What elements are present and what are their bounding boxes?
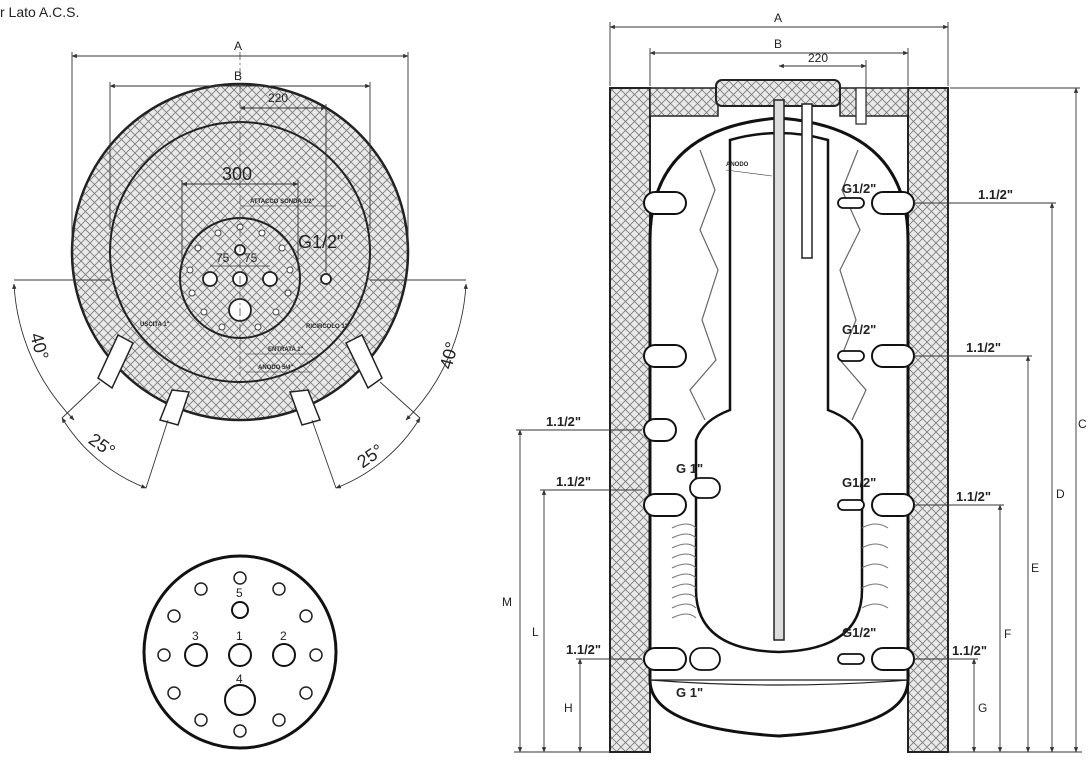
top-label-entrata: ENTRATA 1"	[268, 347, 304, 353]
section-g12-1: G1/2"	[842, 181, 876, 196]
top-label-spacing-right: 75	[244, 251, 258, 265]
section-dim-220: 220	[808, 51, 828, 65]
section-dim-e: E	[1031, 561, 1039, 575]
top-dim-a-label: A	[234, 39, 242, 53]
section-left-112-1: 1.1/2"	[546, 414, 581, 429]
top-dim-220-label: 220	[268, 91, 288, 105]
section-dim-b: B	[774, 37, 782, 51]
flange-port-1-label: 1	[236, 629, 243, 643]
top-label-ricircolo: RICIRCOLO 1"	[306, 324, 348, 330]
section-insulation-top-left	[649, 87, 719, 117]
section-insulation-right	[907, 87, 949, 753]
section-dims-right	[914, 87, 1082, 753]
top-label-uscita: USCITA 1"	[140, 322, 170, 328]
section-anodo-label: ANODO	[726, 162, 749, 168]
top-angle-right-40: 40°	[436, 340, 462, 371]
section-g1-top: G 1"	[676, 461, 703, 476]
top-dim-300-label: 300	[222, 164, 252, 184]
section-dim-l: L	[532, 625, 539, 639]
top-angle-left-25: 25°	[85, 429, 119, 461]
top-view-flange-ports	[202, 244, 332, 322]
top-label-attacco-sonda: ATTACCO SONDA 1/2"	[250, 199, 315, 205]
section-g12-2: G1/2"	[842, 322, 876, 337]
top-dim-b-label: B	[234, 69, 242, 83]
flange-view: 5 3 1 2 4	[142, 554, 338, 750]
section-heat-exchanger-coil	[671, 523, 889, 619]
top-angle-left-40: 40°	[26, 331, 52, 362]
section-left-112-3: 1.1/2"	[566, 642, 601, 657]
section-probe-pocket	[801, 103, 813, 259]
top-view: A B 220 300 ATTACCO SONDA 1/2" G1/2	[12, 39, 468, 489]
section-right-112-3: 1.1/2"	[956, 489, 991, 504]
top-label-spacing-left: 75	[216, 251, 230, 265]
top-label-anodo: ANODO 5/4"	[258, 365, 293, 371]
section-dim-a: A	[774, 11, 782, 25]
section-right-112-2: 1.1/2"	[966, 340, 1001, 355]
flange-port-3-label: 3	[192, 629, 199, 643]
section-dim-m: M	[502, 595, 512, 609]
top-angle-right-25: 25°	[353, 440, 387, 472]
section-dim-f: F	[1004, 627, 1011, 641]
top-dim-220	[239, 104, 327, 272]
section-dim-h: H	[564, 701, 573, 715]
section-anode-rod	[773, 99, 785, 641]
top-angle-lines	[12, 279, 468, 489]
drawing-caption: r Lato A.C.S.	[0, 4, 80, 20]
section-g12-4: G1/2"	[842, 625, 876, 640]
section-g1-bottom: G 1"	[676, 685, 703, 700]
top-dim-b	[109, 82, 371, 230]
section-dim-g: G	[978, 701, 987, 715]
section-left-connections	[643, 191, 687, 671]
flange-ports	[184, 601, 296, 716]
section-dim-d: D	[1056, 487, 1065, 501]
section-right-112-4: 1.1/2"	[952, 643, 987, 658]
section-left-112-2: 1.1/2"	[556, 474, 591, 489]
top-view-support-legs	[97, 333, 383, 426]
flange-port-4-label: 4	[236, 672, 243, 686]
section-dims-left	[514, 429, 642, 753]
section-view: ANODO	[502, 11, 1087, 753]
section-dims-top	[609, 22, 949, 88]
flange-port-2-label: 2	[280, 629, 287, 643]
flange-bolt-holes	[157, 571, 323, 738]
section-g12-3: G1/2"	[842, 475, 876, 490]
flange-port-5-label: 5	[236, 586, 243, 600]
section-insulation-left	[609, 87, 651, 753]
top-dim-300	[181, 180, 299, 270]
section-insulation-top-right	[839, 87, 909, 117]
section-right-connections	[871, 191, 915, 671]
section-dim-c: C	[1078, 417, 1087, 431]
section-right-112-1: 1.1/2"	[978, 187, 1013, 202]
section-probe-sockets	[689, 197, 865, 671]
top-label-flange-port: G1/2"	[298, 232, 343, 252]
top-dim-a	[71, 52, 409, 250]
